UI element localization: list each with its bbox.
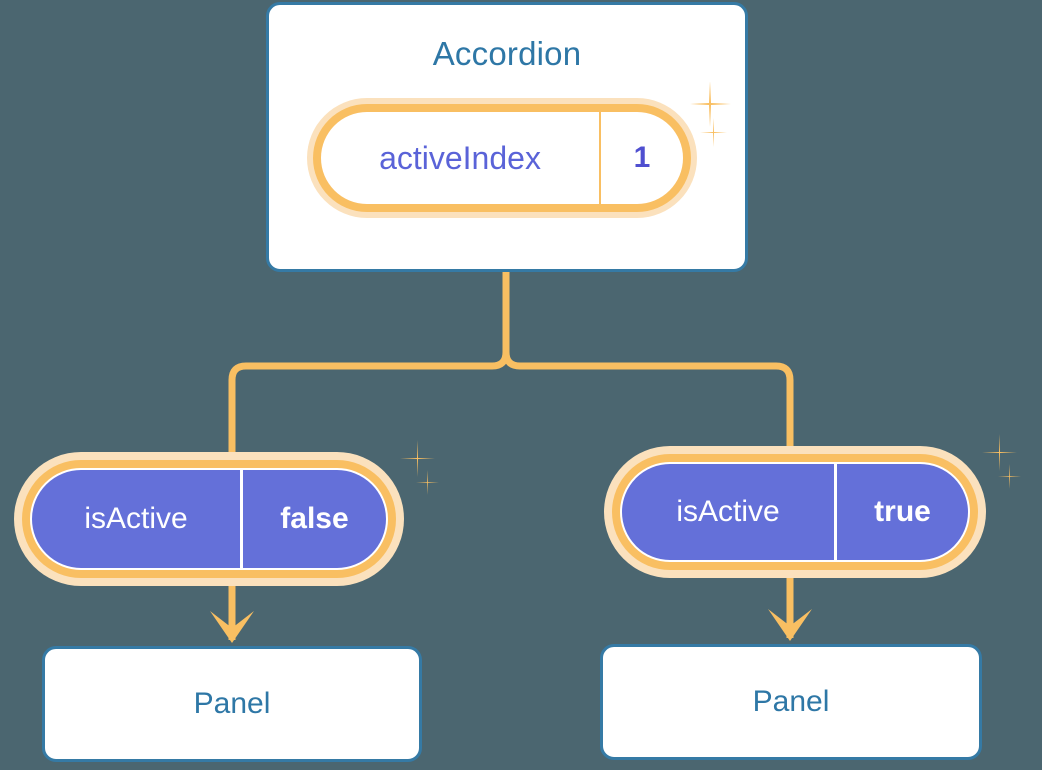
branch-connector-right	[502, 272, 794, 456]
prop-key-label: isActive	[676, 495, 780, 528]
prop-key-label: isActive	[84, 502, 188, 535]
sparkle-large-icon	[982, 434, 1017, 471]
page-title: Accordion	[432, 35, 582, 72]
prop-badge-isactive-right[interactable]: isActive true	[604, 446, 986, 578]
state-value-label: 1	[633, 141, 651, 174]
badge-divider	[599, 112, 601, 204]
panel-label: Panel	[193, 687, 271, 720]
sparkle-small-icon	[416, 470, 439, 495]
sparkle-small-icon	[998, 464, 1021, 489]
arrow-to-panel-left	[210, 582, 254, 643]
state-key-label: activeIndex	[379, 139, 541, 176]
prop-value-label: true	[874, 495, 931, 528]
branch-connector-left	[228, 272, 510, 460]
prop-badge-isactive-left[interactable]: isActive false	[14, 452, 404, 586]
badge-inner: isActive false	[30, 468, 388, 570]
badge-inner: activeIndex 1	[321, 112, 683, 204]
sparkle-large-icon	[400, 440, 435, 477]
arrow-to-panel-right	[768, 576, 812, 641]
badge-divider	[240, 470, 243, 568]
panel-box-right[interactable]: Panel	[600, 644, 982, 760]
panel-box-left[interactable]: Panel	[42, 646, 422, 762]
state-badge-activeindex[interactable]: activeIndex 1	[307, 98, 697, 218]
panel-label: Panel	[752, 685, 830, 718]
badge-inner: isActive true	[620, 462, 970, 562]
prop-value-label: false	[280, 502, 349, 535]
badge-divider	[834, 464, 837, 560]
